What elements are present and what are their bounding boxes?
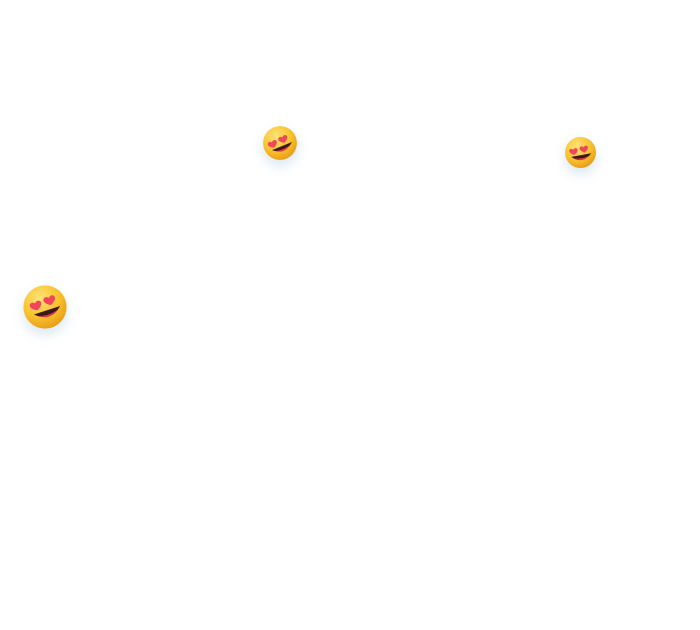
heart-eyes-emoji-graphic — [564, 136, 597, 169]
heart-eyes-emoji-icon — [564, 136, 597, 169]
heart-eyes-emoji-graphic — [263, 126, 297, 160]
heart-eyes-emoji-icon — [262, 125, 298, 161]
heart-eyes-emoji-icon — [22, 284, 68, 330]
heart-eyes-emoji-graphic — [23, 285, 67, 329]
